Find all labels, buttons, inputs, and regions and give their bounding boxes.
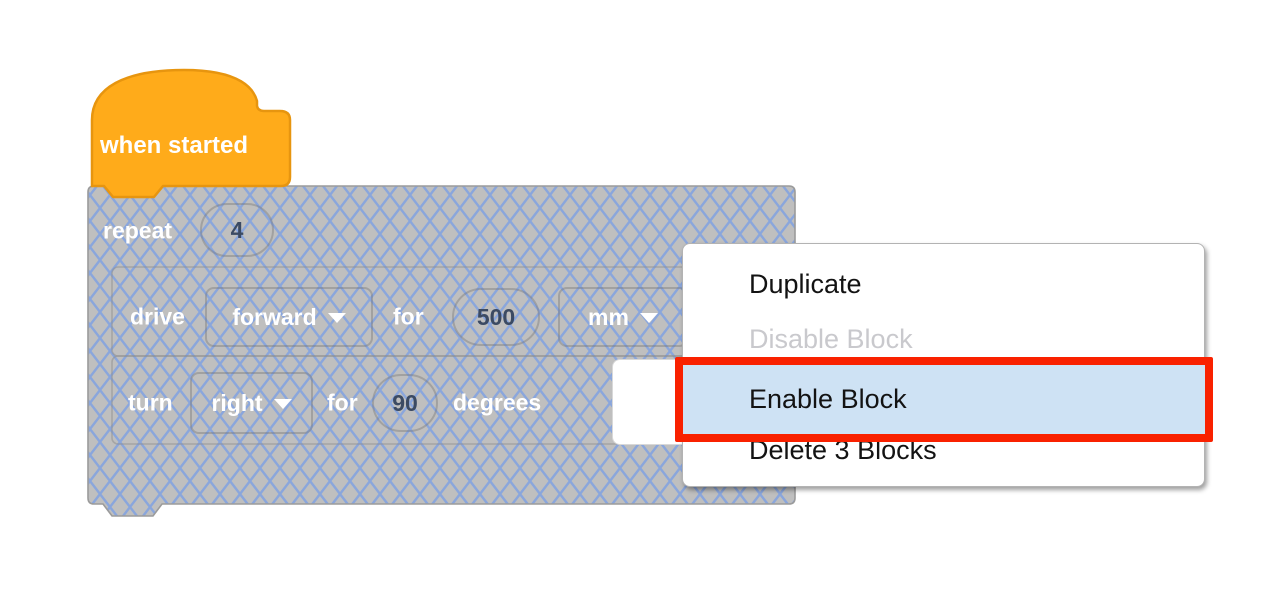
drive-unit-value: mm <box>588 303 629 330</box>
drive-for-label: for <box>393 303 424 330</box>
turn-angle-input[interactable]: 90 <box>372 374 438 432</box>
turn-for-label: for <box>327 389 358 416</box>
menu-anchor-panel <box>612 359 687 445</box>
dropdown-arrow-icon <box>639 313 658 323</box>
menu-item-duplicate[interactable]: Duplicate <box>749 269 862 299</box>
menu-item-enable-block[interactable]: Enable Block <box>675 357 1213 442</box>
drive-direction-dropdown[interactable]: forward <box>205 287 373 347</box>
menu-item-enable-block-label: Enable Block <box>749 384 907 414</box>
when-started-label: when started <box>100 132 249 159</box>
drive-label: drive <box>130 303 185 330</box>
when-started-block-shape[interactable] <box>90 68 292 199</box>
menu-item-disable-block: Disable Block <box>749 324 913 354</box>
turn-unit-label: degrees <box>453 389 542 416</box>
drive-unit-dropdown[interactable]: mm <box>558 287 688 347</box>
turn-direction-value: right <box>211 389 263 416</box>
turn-direction-dropdown[interactable]: right <box>190 372 313 434</box>
repeat-label: repeat <box>103 217 173 244</box>
turn-label: turn <box>128 389 173 416</box>
drive-distance-input[interactable]: 500 <box>452 288 540 346</box>
context-menu: Duplicate Disable Block Enable Block Del… <box>675 243 1213 487</box>
dropdown-arrow-icon <box>273 399 292 409</box>
repeat-count-input[interactable]: 4 <box>200 203 274 257</box>
drive-direction-value: forward <box>232 303 317 330</box>
dropdown-arrow-icon <box>327 313 346 323</box>
